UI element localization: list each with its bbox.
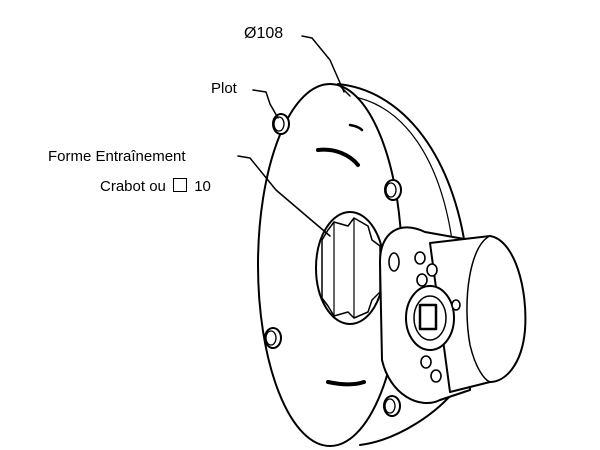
output-shaft — [405, 285, 455, 351]
square-icon — [173, 178, 188, 192]
gearbox-cylinder — [429, 235, 527, 393]
plot-studs — [264, 113, 402, 417]
drive-shape — [315, 211, 385, 325]
crabot-size: 10 — [194, 178, 211, 195]
screws — [388, 251, 461, 383]
crabot-label: Crabot ou 10 — [100, 178, 211, 195]
plot-label: Plot — [211, 80, 237, 97]
arc-slots — [316, 123, 366, 387]
crabot-prefix: Crabot ou — [100, 178, 166, 195]
diameter-label: Ø108 — [244, 25, 284, 42]
leader-lines — [237, 35, 345, 237]
drive-shape-label: Forme Entraînement — [48, 148, 186, 165]
